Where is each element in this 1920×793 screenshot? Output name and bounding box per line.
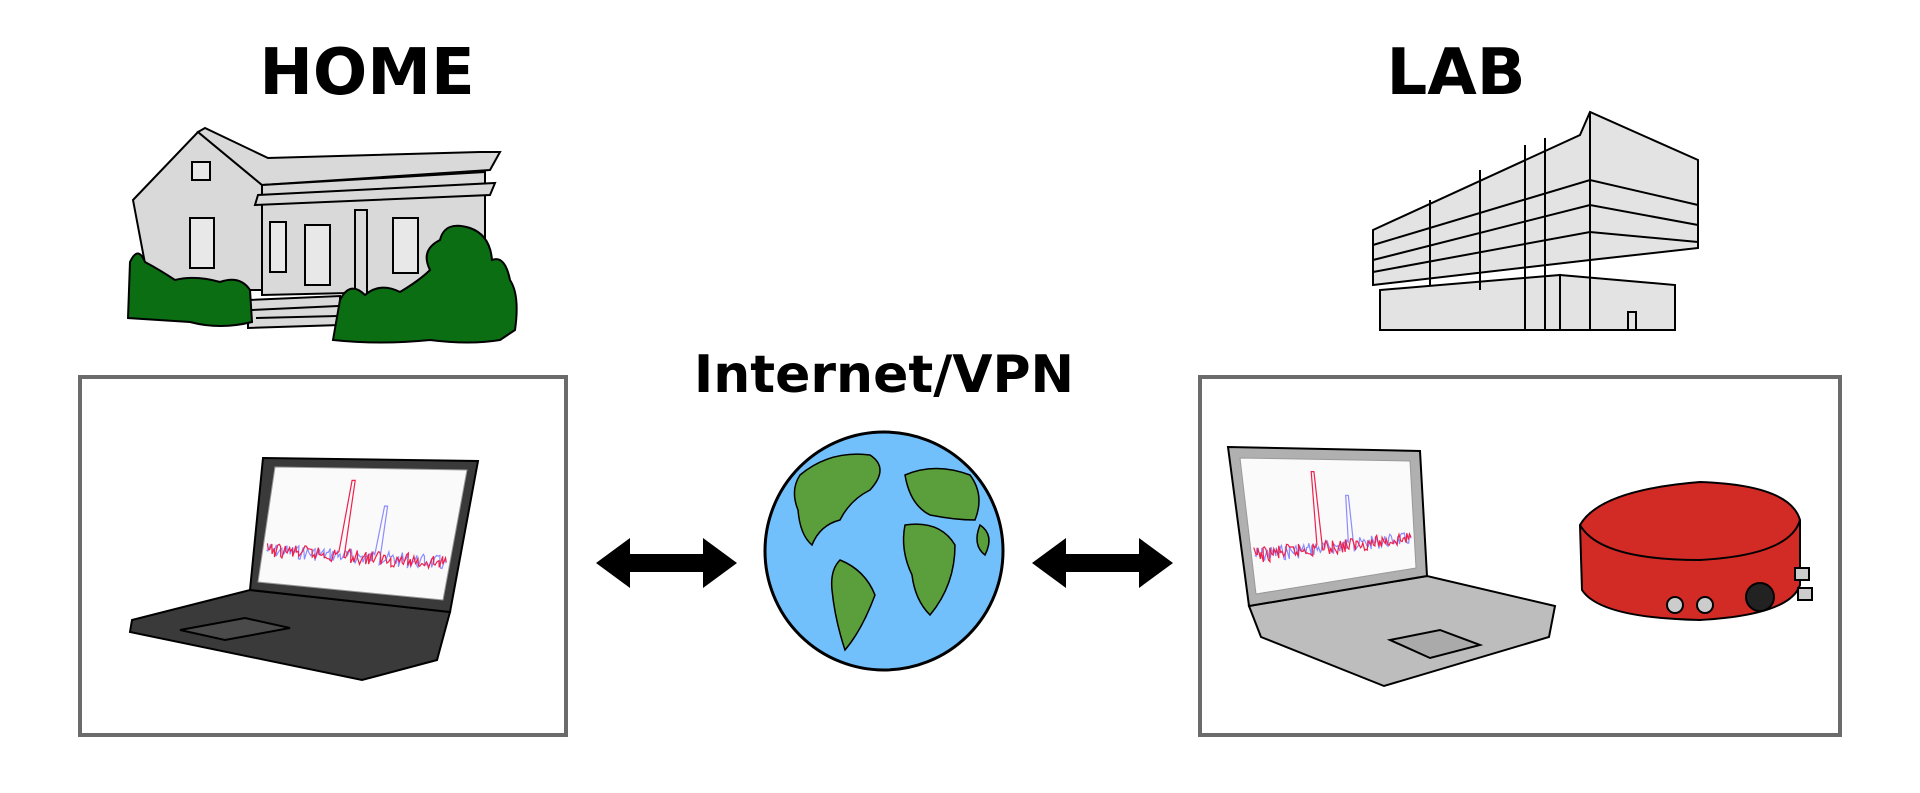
network-title: Internet/VPN: [693, 345, 1075, 405]
home-frame: [78, 375, 568, 737]
lab-frame: [1198, 375, 1842, 737]
bidirectional-arrow-right: [1032, 538, 1173, 588]
lab-instrument-icon: [1578, 480, 1813, 622]
signal-trace: [1253, 471, 1412, 564]
home-laptop-icon: [128, 456, 480, 682]
bushes-icon: [126, 224, 518, 344]
signal-trace: [266, 479, 447, 570]
signal-trace: [1254, 494, 1412, 561]
bidirectional-arrow-left: [596, 538, 737, 588]
lab-title: LAB: [1386, 36, 1526, 110]
lab-laptop-icon: [1226, 445, 1557, 688]
home-title: HOME: [259, 36, 475, 110]
globe-icon: [763, 430, 1005, 672]
building-icon: [1372, 110, 1699, 331]
signal-trace: [266, 505, 447, 570]
